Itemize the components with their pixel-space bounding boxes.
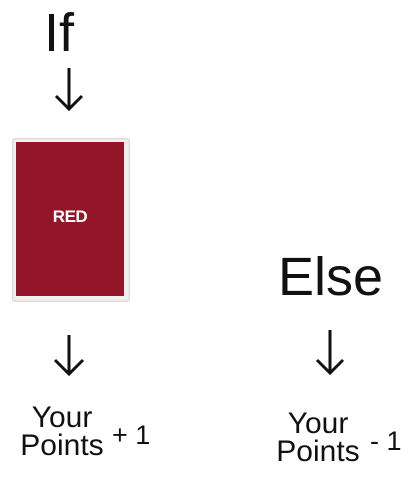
outcome-if-text: Your Points: [10, 401, 114, 462]
card-face: RED: [16, 142, 124, 296]
arrow-down-icon: [54, 68, 84, 112]
if-label: If: [44, 3, 75, 63]
outcome-if-delta: + 1: [112, 420, 151, 450]
outcome-if-line2: Points: [20, 429, 104, 462]
outcome-if-line1: Your: [31, 401, 93, 434]
outcome-else-delta: - 1: [370, 426, 402, 456]
outcome-else-line2: Points: [276, 435, 360, 468]
arrow-down-icon: [315, 330, 345, 376]
arrow-down-icon: [52, 335, 86, 377]
else-label: Else: [278, 247, 384, 307]
red-card: RED: [12, 138, 130, 302]
card-label: RED: [52, 207, 88, 226]
outcome-else-text: Your Points: [266, 407, 370, 468]
outcome-else-line1: Your: [287, 407, 349, 440]
